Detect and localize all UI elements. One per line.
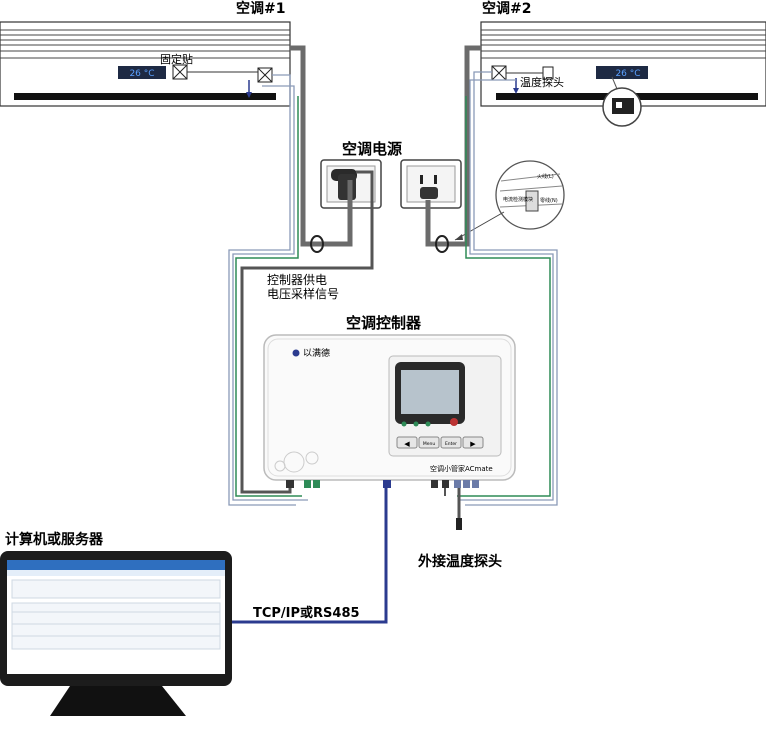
software-nav-bar xyxy=(7,560,225,570)
terminal-block xyxy=(454,480,461,488)
power-title: 空调电源 xyxy=(342,140,402,158)
ac-unit-1-title: 空调#1 xyxy=(236,0,285,17)
controller-button-left[interactable]: ◀ xyxy=(396,436,418,449)
computer-title: 计算机或服务器 xyxy=(5,531,104,548)
power-led-icon xyxy=(450,418,458,426)
controller-device: 以满德 ◀ Menu Enter ▶ 空调小管家ACmate xyxy=(263,334,516,488)
ac-2-display-reading: 26 °C xyxy=(615,69,640,79)
live-wire-label: 火线(L) xyxy=(537,173,554,180)
wiring xyxy=(228,45,558,624)
controller-button-right[interactable]: ▶ xyxy=(462,436,484,449)
controller-button-enter[interactable]: Enter xyxy=(440,436,462,449)
computer-monitor xyxy=(0,551,232,716)
power-plug-icon xyxy=(420,187,438,199)
ac-1-display-reading: 26 °C xyxy=(129,69,154,79)
terminal-block xyxy=(286,480,294,488)
sensor-box-icon xyxy=(172,64,188,80)
ac-1-display xyxy=(118,66,166,79)
power-plug-icon xyxy=(338,174,356,200)
signal-label-line2: 电压采样信号 xyxy=(267,286,339,301)
current-detection-inset: 火线(L) 零线(N) 电流检测模块 xyxy=(454,160,565,241)
brand-logo-icon xyxy=(292,349,300,357)
external-probe-label: 外接温度探头 xyxy=(418,553,502,570)
right-arrow-icon: ▶ xyxy=(470,440,476,448)
neutral-wire-label: 零线(N) xyxy=(540,197,558,204)
signal-label-line1: 控制器供电 xyxy=(267,273,327,287)
sensor-box-icon xyxy=(491,65,507,81)
left-arrow-icon: ◀ xyxy=(404,440,410,448)
sensor-box-icon xyxy=(257,67,273,83)
receiver-magnifier-icon xyxy=(602,76,642,127)
terminal-block xyxy=(304,480,311,488)
terminal-block xyxy=(431,480,438,488)
menu-button-label: Menu xyxy=(423,441,436,447)
terminal-block xyxy=(442,480,449,488)
external-probe-icon xyxy=(456,518,462,530)
ac-unit-1: 空调#1 26 °C 固定贴 xyxy=(0,0,291,107)
status-led-icon xyxy=(413,421,419,427)
terminal-block xyxy=(463,480,470,488)
ac-unit-2-title: 空调#2 xyxy=(482,0,531,17)
current-module-label: 电流检测模块 xyxy=(503,196,533,203)
power-outlet-right xyxy=(400,159,462,209)
terminal-block xyxy=(313,480,320,488)
status-led-icon xyxy=(425,421,431,427)
monitor-stand xyxy=(50,686,186,716)
controller-title: 空调控制器 xyxy=(346,314,422,332)
link-label: TCP/IP或RS485 xyxy=(253,605,360,621)
enter-button-label: Enter xyxy=(445,441,457,447)
fixed-sticker-label: 固定贴 xyxy=(160,52,193,66)
terminal-block xyxy=(472,480,479,488)
ac-unit-2: 空调#2 26 °C 温度探头 xyxy=(480,0,766,127)
ac-2-display xyxy=(596,66,648,79)
controller-button-menu[interactable]: Menu xyxy=(418,436,440,449)
status-led-icon xyxy=(401,421,407,427)
controller-brand: 以满德 xyxy=(303,347,330,359)
product-name: 空调小管家ACmate xyxy=(430,464,493,473)
temperature-probe-label: 温度探头 xyxy=(520,75,564,89)
terminal-block xyxy=(383,480,391,488)
